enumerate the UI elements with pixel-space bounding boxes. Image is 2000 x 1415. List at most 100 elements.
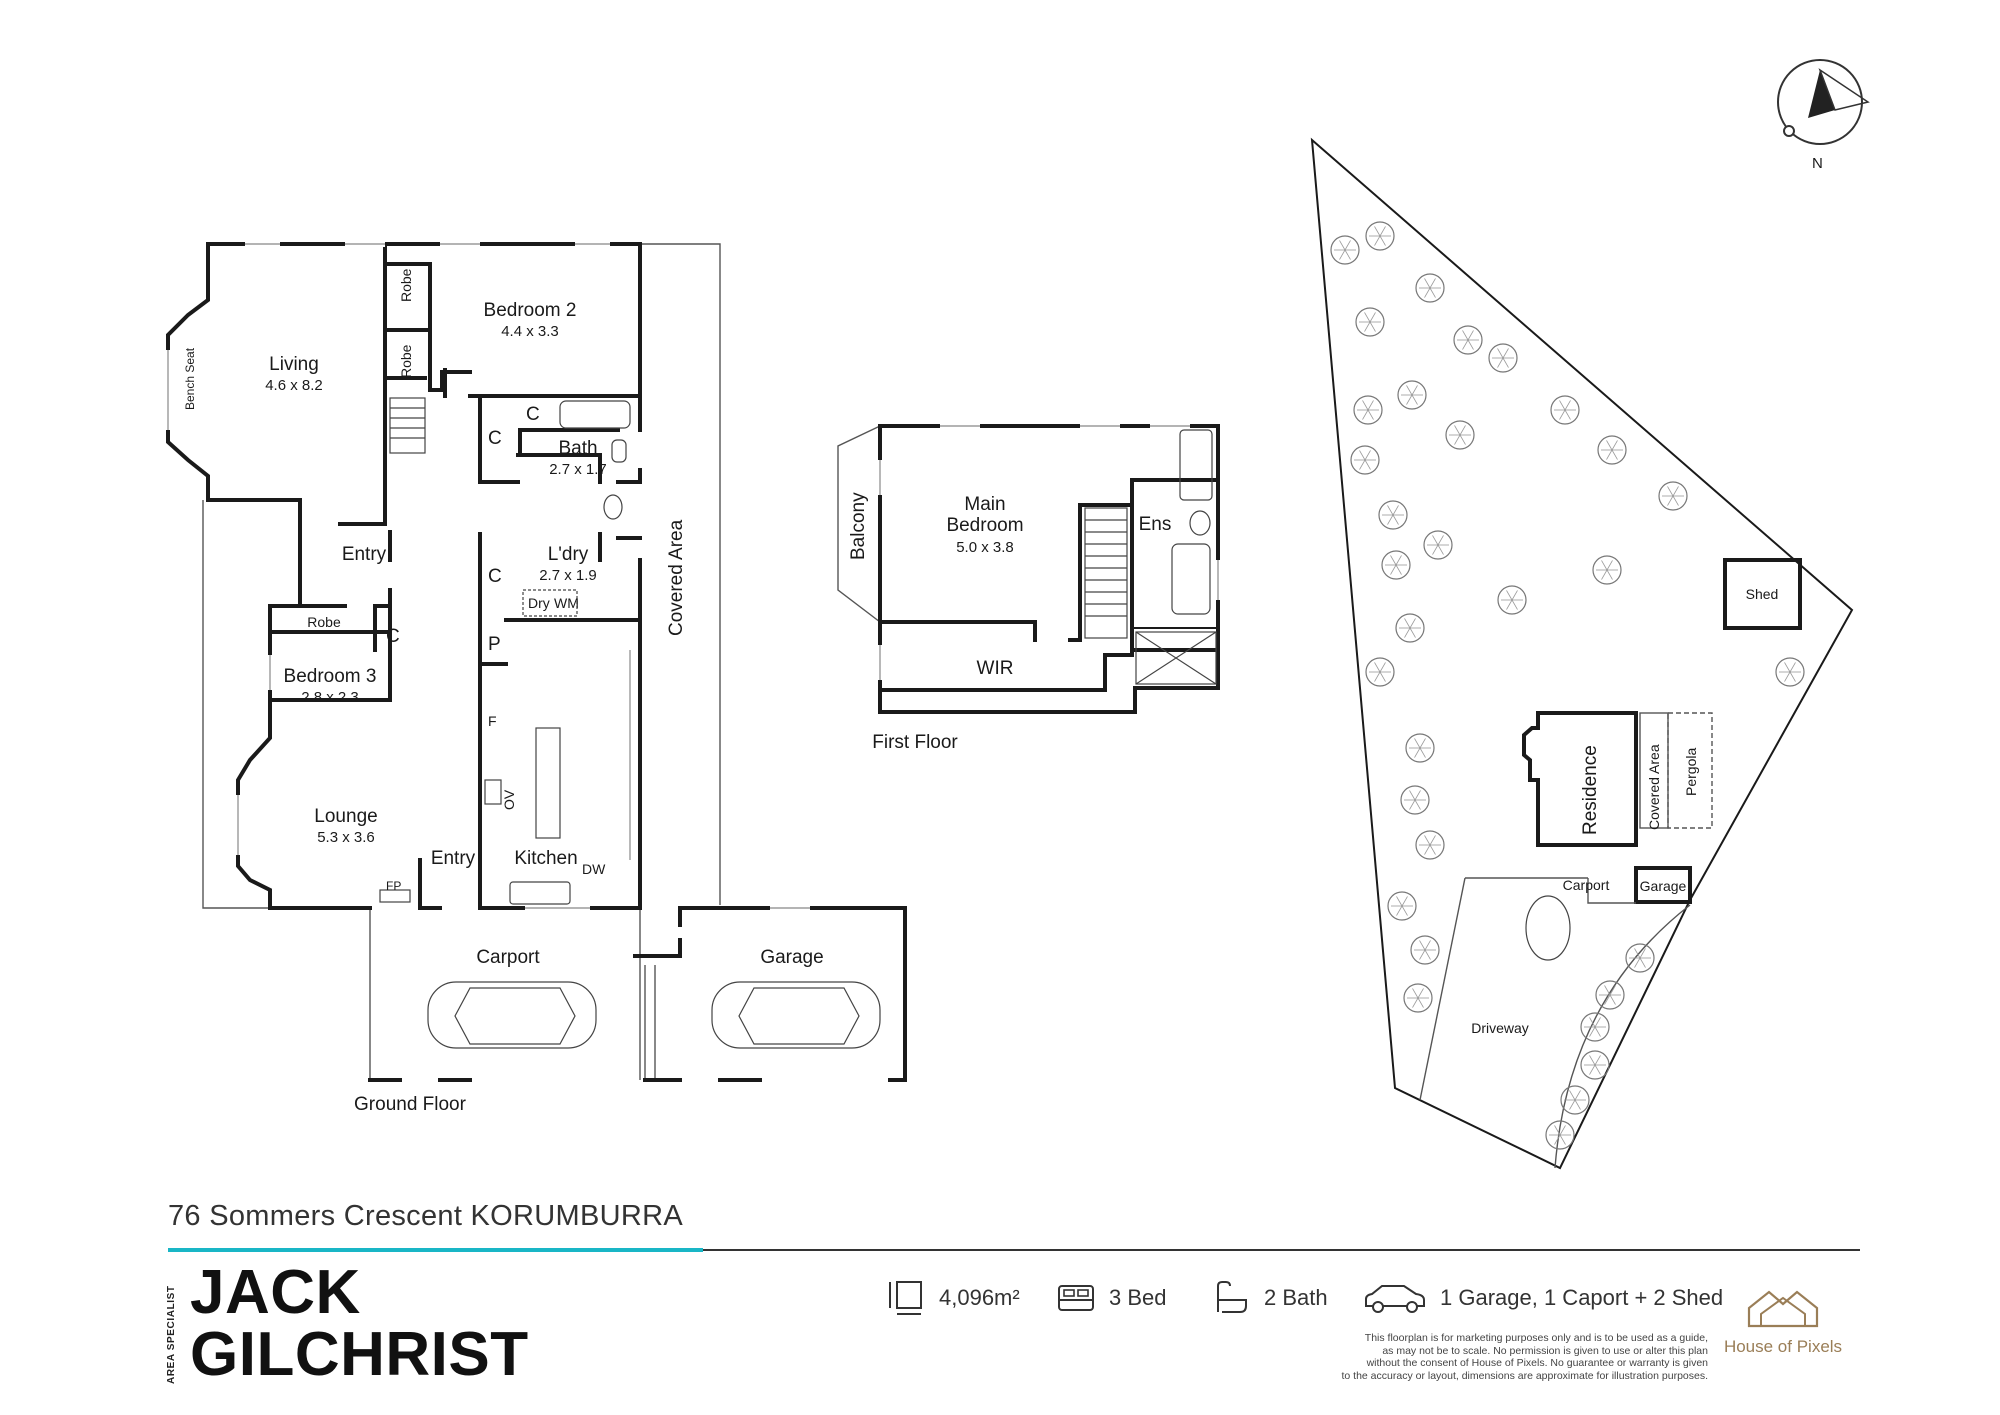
property-address: 76 Sommers Crescent KORUMBURRA (168, 1200, 683, 1232)
tree-icon (1395, 613, 1425, 643)
beds-value: 3 Bed (1109, 1285, 1167, 1310)
shed-label: Shed (1746, 586, 1779, 602)
room-dims-bedroom-2: 4.4 x 3.3 (501, 323, 559, 340)
tree-icon (1415, 830, 1445, 860)
cupboard-label: C (488, 428, 502, 449)
room-label-bedroom-2: Bedroom 2 (484, 300, 577, 321)
room-dims-main-bedroom: 5.0 x 3.8 (956, 539, 1014, 556)
tree-icon (1580, 1050, 1610, 1080)
bed-icon (1058, 1285, 1094, 1311)
tree-icon (1330, 235, 1360, 265)
room-dims-living: 4.6 x 8.2 (265, 377, 323, 394)
land-area-icon (889, 1281, 922, 1315)
room-label-living: Living (269, 354, 319, 375)
robe-label: Robe (307, 614, 341, 630)
tree-icon (1387, 891, 1417, 921)
tree-icon (1381, 550, 1411, 580)
room-label-kitchen: Kitchen (514, 848, 577, 869)
tree-icon (1658, 481, 1688, 511)
stat-beds: 3 Bed (1055, 1278, 1167, 1318)
logo-text: House of Pixels (1723, 1337, 1843, 1356)
tree-icon (1488, 343, 1518, 373)
ground-floor-plan: Living 4.6 x 8.2 Bench Seat Robe Robe Be… (165, 241, 907, 1115)
tree-icon (1410, 935, 1440, 965)
room-label-main-bedroom: Bedroom (946, 515, 1023, 536)
covered-area-label: Covered Area (666, 519, 687, 636)
room-dims-bedroom-3: 2.8 x 2.3 (301, 689, 359, 706)
fridge-label: F (488, 713, 497, 729)
tree-icon (1400, 785, 1430, 815)
room-label-laundry: L'dry (548, 544, 589, 565)
room-label-balcony: Balcony (848, 492, 869, 560)
room-label-bath: Bath (558, 438, 597, 459)
garage-label: Garage (1640, 878, 1687, 894)
stat-parking: 1 Garage, 1 Caport + 2 Shed (1362, 1278, 1723, 1318)
tree-icon (1415, 273, 1445, 303)
tree-icon (1497, 585, 1527, 615)
oven-label: OV (501, 789, 517, 810)
agent-last-name: GILCHRIST (190, 1320, 529, 1389)
room-label-main-bedroom: Main (964, 494, 1005, 515)
cupboard-label: C (488, 566, 502, 587)
compass-needle-icon (1808, 70, 1835, 118)
room-label-bedroom-3: Bedroom 3 (284, 666, 377, 687)
agent-role-text: AREA SPECIALIST (166, 1285, 177, 1384)
room-label-carport: Carport (476, 947, 540, 968)
tree-icon (1365, 657, 1395, 687)
pergola-label: Pergola (1683, 748, 1699, 796)
residence-label: Residence (1580, 745, 1601, 835)
car-icon (1365, 1285, 1425, 1313)
bench-seat-label: Bench Seat (183, 347, 197, 410)
house-of-pixels-logo: House of Pixels (1718, 1286, 1848, 1357)
fireplace-label: FP (386, 879, 401, 893)
bath-icon (1217, 1281, 1247, 1313)
stat-land-area: 4,096m² (885, 1278, 1020, 1318)
tree-icon (1403, 983, 1433, 1013)
first-floor-title: First Floor (872, 732, 958, 753)
pantry-label: P (488, 634, 501, 655)
tree-icon (1355, 307, 1385, 337)
cupboard-label: C (386, 626, 400, 647)
site-plan: Shed Residence Covered Area Pergola Carp… (1310, 137, 1854, 1170)
room-label-lounge: Lounge (314, 806, 377, 827)
tree-icon (1365, 221, 1395, 251)
site-trees (1330, 221, 1805, 1150)
washer-label: WM (554, 595, 579, 611)
room-dims-laundry: 2.7 x 1.9 (539, 567, 597, 584)
robe-label: Robe (398, 344, 414, 378)
compass-label: N (1812, 155, 1823, 172)
tree-icon (1350, 445, 1380, 475)
tree-icon (1625, 943, 1655, 973)
dryer-label: Dry (528, 595, 550, 611)
ground-floor-title: Ground Floor (354, 1094, 467, 1115)
baths-value: 2 Bath (1264, 1285, 1328, 1310)
tree-icon (1597, 435, 1627, 465)
tree-icon (1445, 420, 1475, 450)
room-dims-bath: 2.7 x 1.7 (549, 461, 607, 478)
footer-divider (168, 1249, 1860, 1251)
tree-icon (1595, 980, 1625, 1010)
dishwasher-label: DW (582, 861, 606, 877)
disclaimer-line: as may not be to scale. No permission is… (1382, 1344, 1708, 1357)
tree-icon (1397, 380, 1427, 410)
room-label-wir: WIR (977, 658, 1014, 679)
room-label-entry: Entry (342, 544, 387, 565)
compass-ring (1777, 59, 1863, 145)
car-icon (427, 981, 597, 1049)
disclaimer-line: This floorplan is for marketing purposes… (1364, 1332, 1708, 1344)
car-icon (711, 981, 881, 1049)
disclaimer: This floorplan is for marketing purposes… (1300, 1332, 1708, 1382)
tree-icon (1592, 555, 1622, 585)
cupboard-label: C (526, 404, 540, 425)
land-area-value: 4,096m² (939, 1285, 1020, 1310)
agent-role: AREA SPECIALIST (166, 1268, 180, 1384)
tree-icon (1405, 733, 1435, 763)
agent-first-name: JACK (190, 1258, 361, 1327)
tree-icon (1580, 1012, 1610, 1042)
disclaimer-line: without the consent of House of Pixels. … (1366, 1357, 1708, 1370)
tree-icon (1423, 530, 1453, 560)
carport-label: Carport (1563, 877, 1610, 893)
compass: N (1777, 59, 1870, 172)
robe-label: Robe (398, 268, 414, 302)
